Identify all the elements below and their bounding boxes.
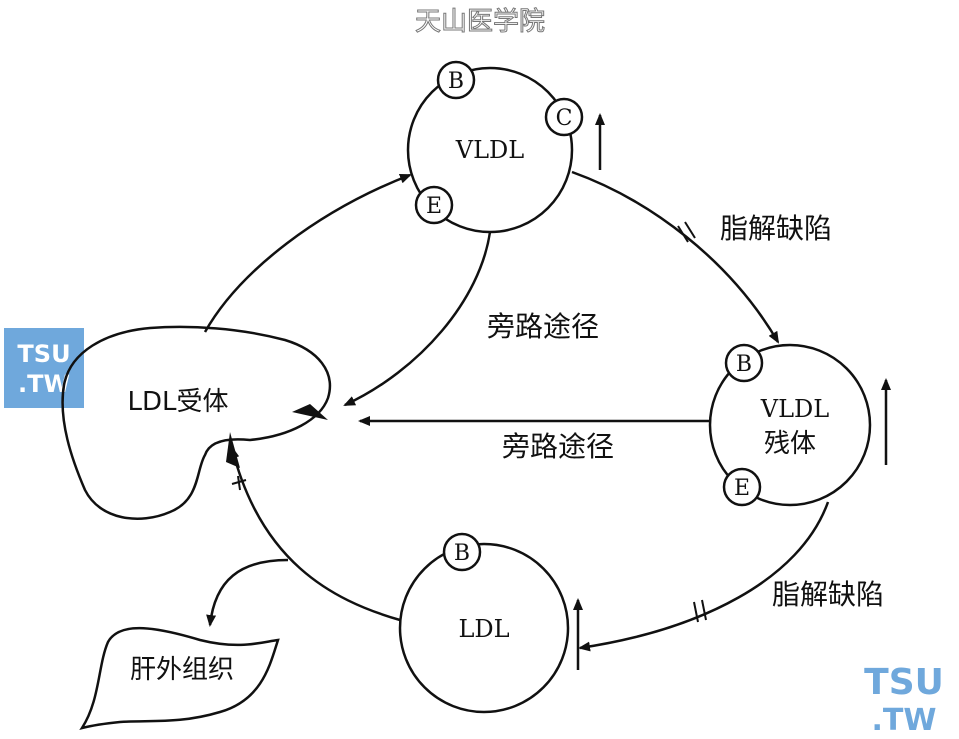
ldl-receptor-node: LDL受体 [61,325,332,520]
vldl-remnant-node: VLDL 残体 B E [708,343,872,507]
remnant-label-1: VLDL [760,395,830,423]
lipolysis-block-mark-1 [677,221,696,243]
ldl-label: LDL [458,615,509,643]
svg-text:TSU: TSU [864,662,944,703]
vldl-to-remnant-arrow [571,170,780,344]
tsu-logo-left: TSU .TW [4,328,84,408]
apo-b-badge: B [442,532,482,572]
svg-text:C: C [556,106,573,131]
lipolysis-defect-label-1: 脂解缺陷 [720,212,832,245]
apo-b-badge: B [724,343,764,383]
tsu-logo-right: TSU .TW [864,662,944,738]
receptor-to-vldl-arrow [203,173,412,333]
bypass-label-1: 旁路途径 [487,310,599,343]
bypass-label-2: 旁路途径 [502,430,614,463]
svg-text:.TW: .TW [18,370,70,398]
svg-text:B: B [736,352,752,377]
apo-b-badge: B [436,60,476,100]
vldl-bypass-arrow [343,231,492,407]
ldl-receptor-label: LDL受体 [128,387,229,417]
vldl-label: VLDL [455,136,525,164]
watermark-text: 天山医学院 [415,7,545,37]
svg-text:TSU: TSU [17,340,70,368]
extrahepatic-label: 肝外组织 [130,655,234,685]
apo-c-badge: C [544,97,584,137]
svg-text:B: B [448,69,464,94]
receptor-lower-arrow [226,432,240,468]
vldl-node: VLDL B C E [406,60,584,234]
lipolysis-block-mark-2 [693,599,707,623]
receptor-inner-arrow [292,404,328,420]
svg-text:E: E [734,476,750,501]
ldl-node: LDL B [398,532,570,714]
apo-e-badge: E [414,185,454,225]
lipolysis-defect-label-2: 脂解缺陷 [772,578,884,611]
svg-text:B: B [454,541,470,566]
receptor-block-mark [231,475,247,491]
ldl-to-receptor-arrow [229,446,401,622]
remnant-to-ldl-arrow [578,501,830,652]
svg-text:.TW: .TW [872,703,937,738]
apo-e-badge: E [722,467,762,507]
remnant-label-2: 残体 [764,429,816,459]
svg-text:E: E [426,194,442,219]
ldl-to-extrahepatic-arrow [206,558,289,627]
extrahepatic-tissue-node: 肝外组织 [79,626,280,730]
